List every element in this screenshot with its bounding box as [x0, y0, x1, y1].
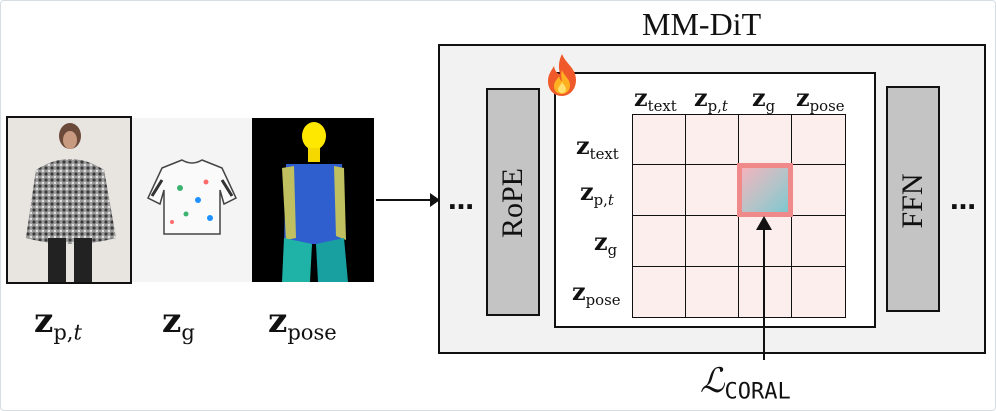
fire-icon [548, 54, 576, 96]
row-header-person: zp,t [580, 177, 614, 210]
row-header-text: ztext [576, 131, 619, 164]
attention-cell [632, 215, 687, 268]
label-garment: zg [162, 301, 195, 345]
loss-arrow [756, 216, 772, 360]
garment-photo-icon [132, 118, 252, 282]
rope-label: RoPE [496, 167, 529, 239]
image-person [6, 116, 132, 284]
mm-dit-title: MM-DiT [642, 6, 762, 42]
image-pose [252, 118, 374, 282]
label-person: zp,t [34, 301, 82, 345]
attention-cell [632, 266, 687, 318]
col-header-garment: zg [752, 83, 776, 116]
label-pose: zpose [268, 301, 337, 345]
input-arrow [376, 193, 440, 207]
image-garment [132, 118, 252, 282]
attention-cell [791, 266, 846, 318]
row-header-pose: zpose [572, 277, 621, 310]
col-header-text: ztext [634, 83, 677, 116]
attention-cell [685, 114, 740, 166]
pose-map-icon [252, 118, 374, 282]
rope-block [486, 88, 540, 316]
attention-cell [791, 114, 846, 166]
attention-cell [738, 266, 793, 318]
person-photo-icon [8, 118, 130, 282]
highlighted-attention-cell [737, 163, 793, 217]
attention-cell [685, 266, 740, 318]
attention-cell [738, 114, 793, 166]
attention-cell [685, 164, 740, 217]
col-header-person: zp,t [694, 83, 728, 116]
attention-cell [632, 164, 687, 217]
col-header-pose: zpose [796, 83, 845, 116]
ellipsis-left: … [448, 186, 475, 216]
ellipsis-right: … [950, 186, 977, 216]
coral-loss-label: ℒCORAL [700, 361, 791, 405]
attention-cell [791, 164, 846, 217]
attention-cell [632, 114, 687, 166]
ffn-block [886, 86, 940, 312]
attention-cell [685, 215, 740, 268]
row-header-garment: zg [594, 227, 618, 260]
attention-cell [791, 215, 846, 268]
ffn-label: FFN [896, 173, 929, 229]
